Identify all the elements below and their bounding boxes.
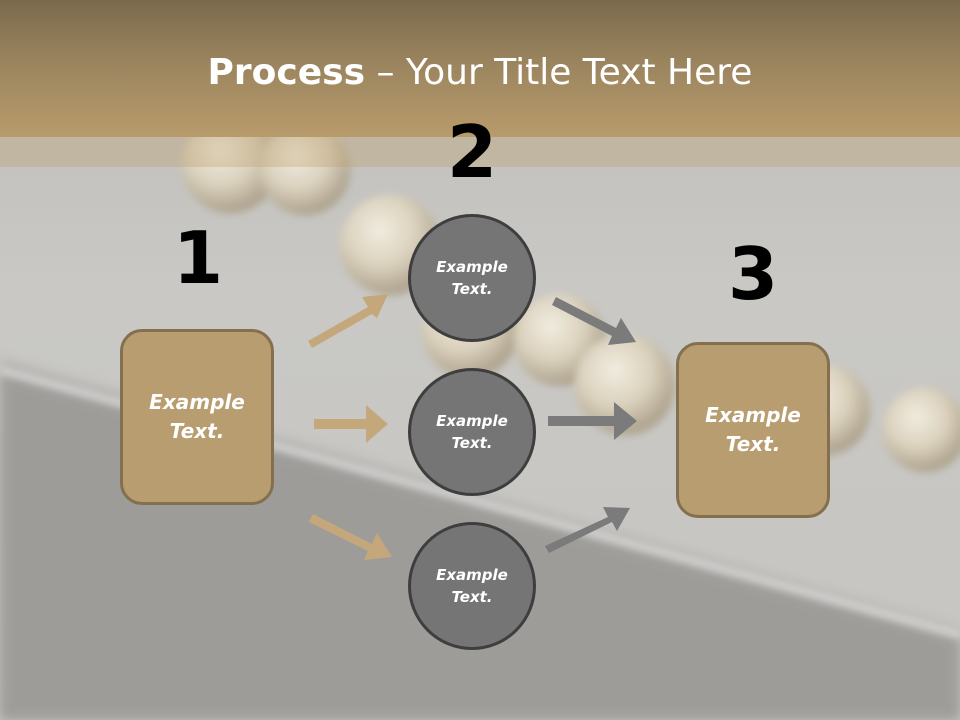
step-number-2: 2 [446,110,498,194]
title-rest: – Your Title Text Here [365,52,753,93]
step-number-1: 1 [172,216,224,300]
right-arrow-up [545,507,630,553]
circle-top-text: Example Text. [436,257,508,299]
right-arrow-middle [548,402,637,440]
right-arrow-down [552,297,636,345]
left-box[interactable]: Example Text. [120,329,274,505]
title-bold: Process [207,52,366,93]
left-arrow-middle [314,405,388,443]
right-box-text: Example Text. [705,403,801,456]
title-strip [0,137,960,167]
circle-middle[interactable]: Example Text. [408,368,536,496]
step-number-3: 3 [727,232,779,316]
title-bar [0,0,960,137]
circle-bottom[interactable]: Example Text. [408,522,536,650]
right-box[interactable]: Example Text. [676,342,830,518]
left-arrow-down [309,514,392,560]
circle-bottom-text: Example Text. [436,565,508,607]
slide-title: Process – Your Title Text Here [0,52,960,93]
left-box-text: Example Text. [149,390,245,443]
circle-top[interactable]: Example Text. [408,214,536,342]
circle-middle-text: Example Text. [436,411,508,453]
left-arrow-up [308,294,388,348]
